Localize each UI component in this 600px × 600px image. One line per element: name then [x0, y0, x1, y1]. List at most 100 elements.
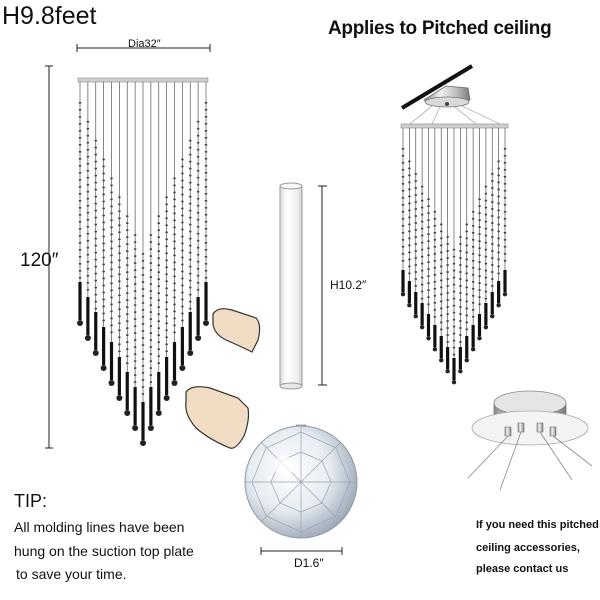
- crystal-bead: [118, 350, 121, 353]
- crystal-bead: [126, 257, 129, 259]
- crystal-bead: [478, 254, 481, 256]
- crystal-bead: [459, 292, 462, 294]
- crystal-bead: [126, 285, 129, 287]
- crystal-bead: [189, 279, 192, 282]
- crystal-bead: [141, 295, 145, 297]
- crystal-bead: [204, 179, 208, 181]
- pendant-crystal: [470, 347, 476, 352]
- crystal-bead: [465, 321, 468, 324]
- crystal-bead: [110, 226, 113, 229]
- crystal-bead: [94, 167, 97, 170]
- crystal-bead: [459, 236, 462, 238]
- crystal-bead: [196, 253, 200, 256]
- crystal-bead: [86, 232, 90, 235]
- crystal-bead: [118, 259, 121, 262]
- crystal-bead: [157, 215, 160, 217]
- crystal-bead: [181, 242, 184, 245]
- crystal-bead: [503, 162, 507, 164]
- crystal-bead: [204, 200, 208, 202]
- crystal-bead: [102, 193, 105, 196]
- crystal-bead: [478, 261, 481, 263]
- crystal-bead: [471, 309, 475, 311]
- crystal-bead: [414, 257, 417, 259]
- crystal-bead: [181, 214, 184, 217]
- crystal-bead: [484, 220, 488, 223]
- crystal-bead: [471, 211, 475, 213]
- contact-line: If you need this pitched: [476, 519, 599, 531]
- crystal-bead: [427, 219, 430, 221]
- crystal-bead: [102, 158, 105, 161]
- crystal-bead: [126, 334, 129, 336]
- crystal-bead: [420, 241, 424, 244]
- crystal-bead: [446, 243, 449, 245]
- crystal-bead: [102, 312, 105, 315]
- crystal-bead: [204, 165, 208, 167]
- crystal-bead: [181, 312, 184, 315]
- pendant-crystal: [496, 303, 501, 308]
- crystal-bead: [78, 263, 82, 265]
- pendant-crystal: [407, 303, 412, 308]
- crystal-bead: [78, 249, 82, 251]
- crystal-bead: [165, 266, 168, 269]
- crystal-bead: [118, 343, 121, 346]
- crystal-bead: [126, 313, 129, 315]
- crystal-bead: [78, 193, 82, 195]
- crystal-bead: [149, 276, 153, 278]
- crystal-bead: [189, 174, 192, 177]
- crystal-bead: [465, 230, 468, 233]
- crystal-bead: [86, 176, 90, 179]
- crystal-bead: [110, 219, 113, 222]
- diameter-dimension: [76, 44, 211, 52]
- pendant-rod: [433, 325, 437, 347]
- crystal-diameter-label: D1.6″: [294, 556, 324, 570]
- crystal-bead: [459, 306, 462, 308]
- crystal-bead: [408, 251, 411, 254]
- crystal-bead: [491, 187, 494, 189]
- crystal-bead: [401, 183, 405, 185]
- crystal-bead: [86, 127, 90, 130]
- crystal-bead: [440, 314, 443, 317]
- crystal-bead: [478, 205, 481, 207]
- crystal-bead: [452, 332, 456, 335]
- crystal-bead: [126, 348, 129, 350]
- crystal-bead: [157, 334, 160, 336]
- crystal-bead: [102, 235, 105, 238]
- crystal-bead: [433, 267, 437, 269]
- crystal-bead: [484, 199, 488, 202]
- crystal-bead: [86, 134, 90, 137]
- crystal-bead: [86, 246, 90, 249]
- crystal-bead: [408, 258, 411, 261]
- crystal-bead: [433, 260, 437, 262]
- crystal-bead: [497, 160, 500, 163]
- crystal-bead: [484, 276, 488, 279]
- crystal-bead: [189, 181, 192, 184]
- crystal-bead: [408, 223, 411, 226]
- crystal-bead: [141, 323, 145, 325]
- crystal-bead: [452, 269, 456, 272]
- crystal-bead: [86, 169, 90, 172]
- crystal-bead: [110, 268, 113, 271]
- crystal-bead: [196, 288, 200, 291]
- crystal-bead: [497, 174, 500, 177]
- diameter-label: Dia32″: [128, 38, 161, 50]
- crystal-bead: [408, 230, 411, 233]
- crystal-bead: [157, 257, 160, 259]
- crystal-bead: [189, 223, 192, 226]
- crystal-bead: [478, 226, 481, 228]
- crystal-bead: [465, 293, 468, 296]
- crystal-bead: [204, 207, 208, 209]
- crystal-bead: [181, 200, 184, 203]
- crystal-bead: [484, 290, 488, 293]
- crystal-bead: [471, 218, 475, 220]
- crystal-bead: [433, 302, 437, 304]
- crystal-bead: [181, 207, 184, 210]
- crystal-bead: [478, 247, 481, 249]
- crystal-bead: [433, 225, 437, 227]
- crystal-bead: [465, 314, 468, 317]
- crystal-bead: [173, 212, 176, 215]
- crystal-bead: [414, 201, 417, 203]
- crystal-bead: [484, 234, 488, 237]
- crystal-bead: [204, 102, 208, 104]
- crystal-bead: [484, 213, 488, 216]
- crystal-bead: [78, 102, 82, 104]
